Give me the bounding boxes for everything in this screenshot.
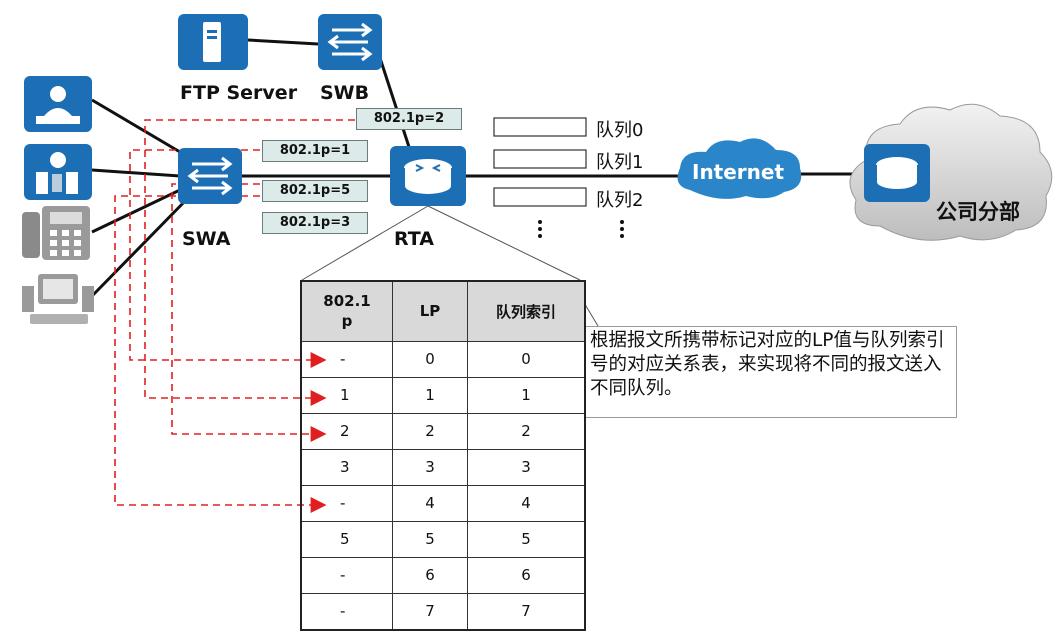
queue-box-2 <box>493 187 587 207</box>
ftp-server-icon <box>178 14 248 70</box>
header-lp: LP <box>392 280 468 342</box>
queue-boxes <box>493 117 587 207</box>
network-diagram <box>22 14 1053 513</box>
swb-label: SWB <box>320 82 370 104</box>
tag-802p3: 802.1p=3 <box>262 212 368 234</box>
cell-8021p: - <box>300 556 393 594</box>
swb-switch-icon <box>318 14 382 70</box>
cell-8021p: 5 <box>300 520 393 558</box>
links <box>90 38 860 298</box>
cell-lp: 1 <box>392 376 468 414</box>
cell-8021p: - <box>300 340 393 378</box>
queue-label-2: 队列2 <box>596 190 644 211</box>
server-user-icon <box>24 144 92 200</box>
branch-cloud-icon <box>849 103 1053 241</box>
tag-swb: 802.1p=2 <box>356 108 462 130</box>
cell-queue-index: 0 <box>467 340 586 378</box>
cell-8021p: 2 <box>300 412 393 450</box>
queue-box-1 <box>493 149 587 169</box>
queue-ellipsis <box>538 220 624 238</box>
internet-cloud-icon <box>677 138 802 199</box>
link-pc3-swa <box>90 194 192 298</box>
cell-8021p: - <box>300 484 393 522</box>
tag-802p1: 802.1p=1 <box>262 140 368 162</box>
cell-lp: 5 <box>392 520 468 558</box>
rta-label: RTA <box>394 228 434 250</box>
cell-8021p: - <box>300 592 393 630</box>
cell-lp: 2 <box>392 412 468 450</box>
cell-lp: 4 <box>392 484 468 522</box>
path-802p2 <box>171 183 327 442</box>
cell-queue-index: 2 <box>467 412 586 450</box>
cell-lp: 0 <box>392 340 468 378</box>
cell-8021p: 1 <box>300 376 393 414</box>
cell-queue-index: 6 <box>467 556 586 594</box>
queue-label-1: 队列1 <box>596 152 644 173</box>
link-phone-swa <box>91 188 181 234</box>
internet-label: Internet <box>692 160 785 184</box>
header-8021p: 802.1 p <box>300 280 393 342</box>
cell-queue-index: 5 <box>467 520 586 558</box>
link-pc2-swa <box>91 168 181 178</box>
swa-switch-icon <box>178 148 242 204</box>
ftp-server-label: FTP Server <box>180 82 298 104</box>
path-802p1 <box>144 119 355 406</box>
rta-router-icon <box>390 146 466 206</box>
cell-lp: 7 <box>392 592 468 630</box>
tag-802p5: 802.1p=5 <box>262 180 368 202</box>
desktop-pc-icon <box>22 274 94 324</box>
cell-queue-index: 3 <box>467 448 586 486</box>
link-ftp-swb <box>247 38 319 46</box>
link-pc1-swa <box>91 98 181 154</box>
cell-queue-index: 7 <box>467 592 586 630</box>
cell-queue-index: 4 <box>467 484 586 522</box>
ip-phone-icon <box>22 206 90 260</box>
explanation-note: 根据报文所携带标记对应的LP值与队列索引号的对应关系表，来实现将不同的报文送入不… <box>585 326 957 418</box>
cell-8021p: 3 <box>300 448 393 486</box>
user-pc-icon <box>24 76 92 132</box>
queue-label-0: 队列0 <box>596 120 644 141</box>
link-swb-rta <box>378 57 412 151</box>
queue-box-0 <box>493 117 587 137</box>
cell-lp: 6 <box>392 556 468 594</box>
header-queue-index: 队列索引 <box>467 280 586 342</box>
branch-label: 公司分部 <box>936 200 1020 224</box>
cell-queue-index: 1 <box>467 376 586 414</box>
cell-lp: 3 <box>392 448 468 486</box>
swa-label: SWA <box>182 228 231 250</box>
